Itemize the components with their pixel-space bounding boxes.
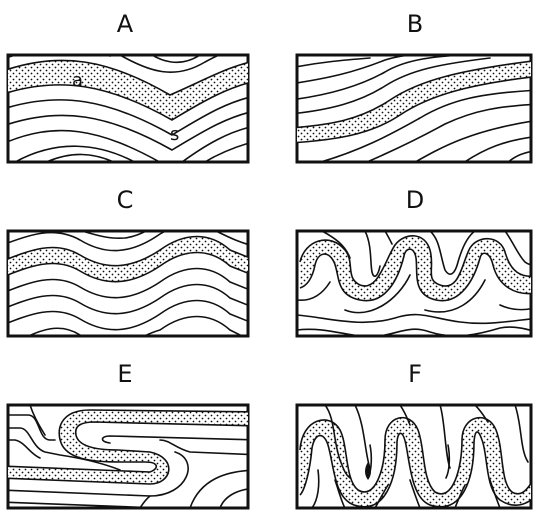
panel-f: F: [297, 360, 537, 508]
annotation-s: s: [170, 124, 179, 145]
panel-e-label: E: [117, 360, 132, 388]
panel-a-label: A: [117, 10, 134, 38]
panel-a: A a s: [0, 10, 260, 165]
panel-c: C: [0, 186, 260, 340]
panel-f-label: F: [408, 360, 422, 388]
panel-d-label: D: [406, 186, 424, 214]
panel-b-label: B: [407, 10, 423, 38]
annotation-a: a: [72, 70, 83, 91]
panel-d: D: [297, 186, 537, 337]
panel-b: B: [290, 10, 537, 165]
panel-c-label: C: [117, 186, 134, 214]
panel-e: E: [0, 360, 260, 508]
